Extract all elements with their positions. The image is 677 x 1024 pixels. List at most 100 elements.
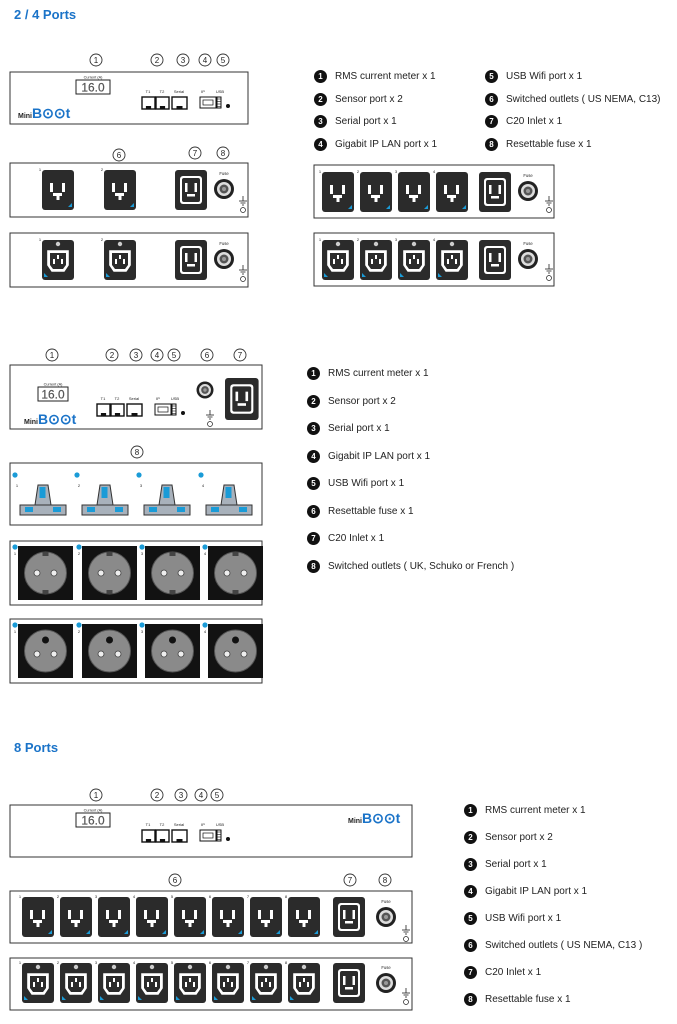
outlet-number: 2 <box>101 237 104 242</box>
c13-led <box>449 241 455 247</box>
label-serial: Serial <box>174 822 184 827</box>
callout-number: 1 <box>94 791 99 800</box>
c13-pin-left <box>71 982 73 987</box>
outlet-number: 2 <box>57 894 60 899</box>
nema-outlet-body <box>360 172 392 212</box>
c20-socket <box>182 178 200 202</box>
c13-pin-left <box>115 259 117 264</box>
outlet-number: 1 <box>319 169 322 174</box>
outlet-number: 7 <box>247 894 250 899</box>
legend-text: RMS current meter x 1 <box>335 71 436 82</box>
callout-circle <box>130 445 144 459</box>
uk-earth-slot <box>101 487 108 498</box>
us-nema-outlet: 5 <box>171 894 206 937</box>
fuse-label: Fuse <box>219 241 229 246</box>
outlet-indicator <box>290 996 294 1000</box>
nema-slot-left <box>182 910 185 919</box>
c13-pin-left <box>447 259 449 264</box>
outlet-number: 1 <box>319 237 322 242</box>
nema-slot-left <box>30 910 33 919</box>
ground-icon <box>239 265 247 282</box>
uk-neutral-slot <box>177 507 185 512</box>
legend-number: 6 <box>485 92 498 106</box>
nema-slot-right <box>124 183 127 192</box>
us-nema-outlet: 3 <box>395 169 430 212</box>
c13-outlet: 1 <box>19 960 54 1003</box>
c20-pin-right <box>498 185 501 194</box>
callout-marker: 5 <box>167 348 181 362</box>
callout-marker: 2 <box>150 53 164 67</box>
french-socket <box>151 629 194 673</box>
uk-earth-slot <box>39 487 46 498</box>
c13-outlet: 2 <box>57 960 92 1003</box>
schuko-pin-right <box>114 569 122 577</box>
brand-boot: B⊙⊙t <box>32 105 71 121</box>
label-serial: Serial <box>129 396 139 401</box>
c20-pin-right <box>194 183 197 192</box>
c13-outlet: 2 <box>101 237 136 280</box>
uk-outlet: 2 <box>74 472 129 516</box>
c13-led <box>111 964 117 970</box>
c20-pin-left <box>343 910 346 919</box>
legend-text: C20 Inlet x 1 <box>328 533 385 544</box>
legend-text: Switched outlets ( UK, Schuko or French … <box>328 560 515 572</box>
callout-number: 1 <box>94 56 99 65</box>
outlet-led <box>198 472 204 478</box>
outlet-indicator <box>324 273 328 277</box>
outlet-number: 3 <box>95 960 98 965</box>
french-hole-left <box>223 650 231 658</box>
nema-ground-stem <box>112 920 116 927</box>
legend-number: 7 <box>485 115 498 128</box>
callout-circle <box>216 146 230 160</box>
c20-pin-right <box>498 253 501 262</box>
outlet-number: 3 <box>395 237 398 242</box>
french-outlet: 2 <box>76 622 137 678</box>
callout-number: 5 <box>172 351 177 360</box>
callout-marker: 4 <box>198 53 212 67</box>
brand-mini: Mini <box>18 113 32 120</box>
c13-pin-right <box>61 259 63 264</box>
callout-circle <box>378 873 392 887</box>
c13-pin-ground <box>337 255 339 259</box>
c13-pin-ground <box>57 255 59 259</box>
c20-inlet <box>333 897 365 937</box>
nema-slot-left <box>106 910 109 919</box>
current-meter-value: 16.0 <box>41 388 65 402</box>
c20-socket <box>486 248 504 272</box>
outlet-indicator <box>124 930 128 934</box>
c20-inlet <box>225 378 259 420</box>
label-ip: IP <box>156 396 160 401</box>
nema-ground-stem <box>74 920 78 927</box>
us-nema-outlet: 1 <box>19 894 54 937</box>
callout-marker: 2 <box>105 348 119 362</box>
c20-inlet <box>175 170 207 210</box>
sensor-port-t1-icon <box>96 403 111 417</box>
outlet-strip-4-c13 <box>313 232 555 287</box>
c20-pin-ground <box>491 264 499 267</box>
outlet-indicator <box>386 205 390 209</box>
legend-number: 3 <box>307 422 320 435</box>
outlet-indicator <box>200 930 204 934</box>
nema-ground-stem <box>56 193 60 200</box>
c20-pin-left <box>185 253 188 262</box>
legend-number: 4 <box>314 137 327 151</box>
callout-marker: 1 <box>89 788 103 802</box>
c20-pin-left <box>235 391 239 402</box>
c13-pin-left <box>409 259 411 264</box>
c13-pin-ground <box>375 255 377 259</box>
c13-outlet: 1 <box>39 237 74 280</box>
nema-slot-left <box>112 183 115 192</box>
callout-number: 8 <box>221 149 226 158</box>
nema-slot-right <box>232 910 235 919</box>
outlet-led <box>74 472 80 478</box>
callout-number: 8 <box>383 876 388 885</box>
c13-pin-right <box>417 259 419 264</box>
callout-number: 8 <box>135 448 140 457</box>
outlet-indicator <box>48 930 52 934</box>
resettable-fuse: Fuse <box>214 241 234 269</box>
